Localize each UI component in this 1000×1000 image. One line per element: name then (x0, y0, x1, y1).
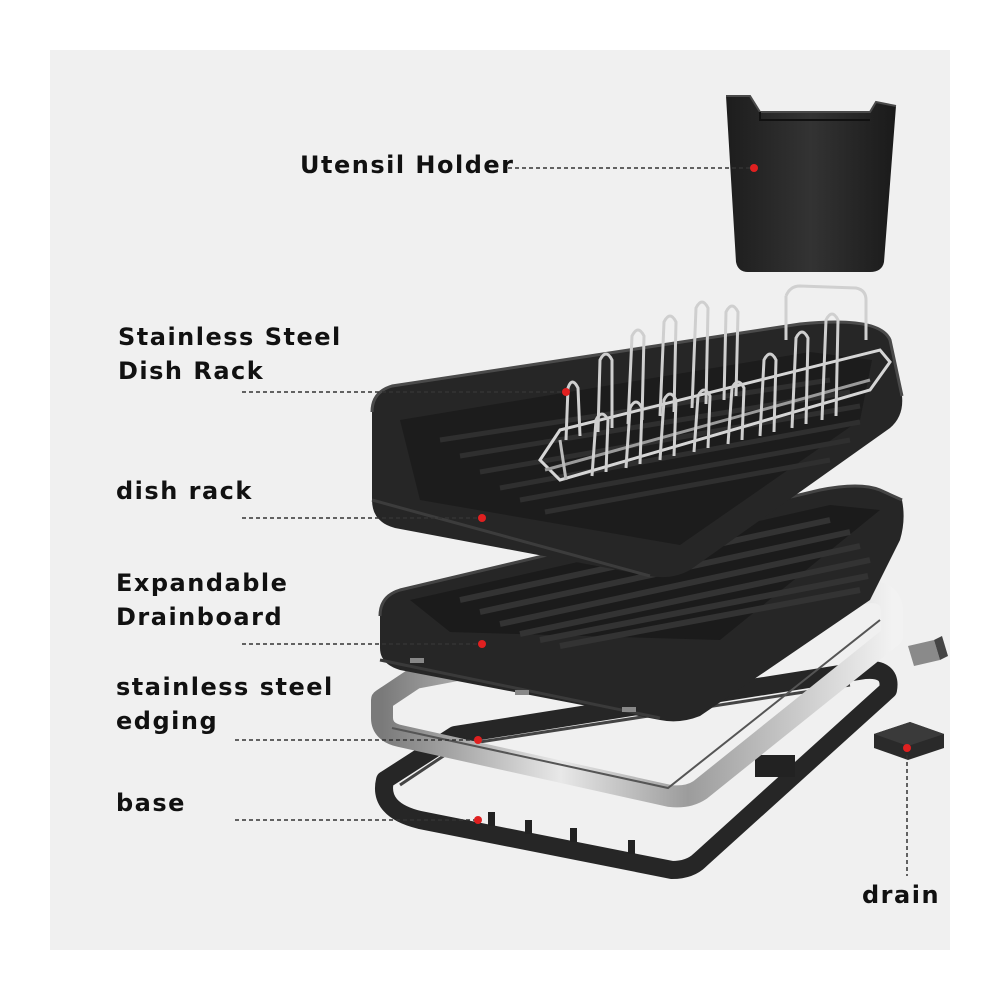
label-stainless-steel-dish-rack-line2: Dish Rack (118, 357, 265, 385)
label-edging-line2: edging (116, 707, 219, 735)
label-base: base (116, 789, 186, 817)
label-edging-line1: stainless steel (116, 673, 334, 701)
marker-steel-dish-rack (562, 388, 570, 396)
marker-drainboard (478, 640, 486, 648)
stainless-steel-edging-part (371, 581, 903, 808)
marker-utensil-holder (750, 164, 758, 172)
marker-dish-rack (478, 514, 486, 522)
label-drain: drain (862, 881, 941, 909)
marker-base (474, 816, 482, 824)
stainless-steel-dish-rack-part (538, 284, 892, 482)
leader-lines (235, 167, 908, 876)
utensil-holder-part (726, 95, 897, 272)
marker-drain (903, 744, 911, 752)
label-drainboard-line1: Expandable (116, 569, 289, 597)
label-stainless-steel-dish-rack-line1: Stainless Steel (118, 323, 342, 351)
drain-part (874, 636, 948, 760)
label-drainboard-line2: Drainboard (116, 603, 284, 631)
marker-dots (474, 164, 911, 824)
marker-edging (474, 736, 482, 744)
label-utensil-holder: Utensil Holder (300, 151, 515, 179)
label-dish-rack: dish rack (116, 477, 253, 505)
